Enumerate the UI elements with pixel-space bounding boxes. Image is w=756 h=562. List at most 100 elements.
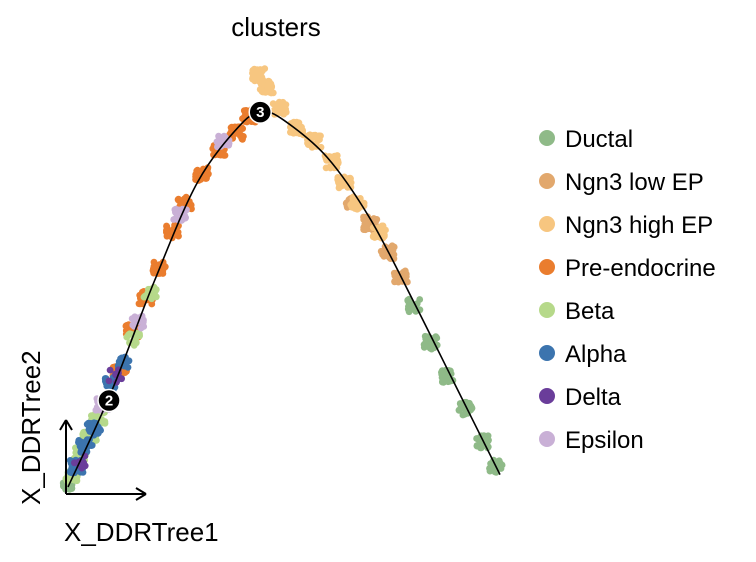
point-ngn3-high-ep	[334, 174, 342, 181]
point-ductal	[476, 442, 484, 450]
legend-label: Ngn3 high EP	[565, 212, 713, 239]
point-delta	[118, 375, 125, 383]
point-ngn3-high-ep	[259, 80, 266, 88]
point-ngn3-high-ep	[296, 130, 303, 138]
point-beta	[80, 429, 87, 436]
point-ductal	[405, 306, 412, 313]
point-beta	[136, 330, 143, 338]
branch-node-3: 3	[248, 100, 272, 124]
branch-node-2: 2	[97, 388, 121, 413]
point-ngn3-high-ep	[307, 132, 314, 139]
point-epsilon	[170, 216, 178, 223]
point-epsilon	[140, 323, 148, 330]
legend-label: Delta	[565, 384, 622, 411]
point-alpha	[87, 420, 95, 427]
point-ngn3-high-ep	[258, 86, 266, 94]
point-ngn3-low-ep	[388, 245, 396, 253]
legend-label: Alpha	[565, 341, 627, 368]
point-ngn3-high-ep	[304, 139, 311, 147]
point-pre-endocrine	[202, 175, 210, 182]
point-pre-endocrine	[239, 125, 247, 132]
point-pre-endocrine	[242, 107, 250, 115]
legend-marker	[539, 130, 555, 146]
legend-label: Ngn3 low EP	[565, 169, 704, 196]
point-ductal	[68, 484, 75, 491]
branch-node-label: 3	[256, 104, 264, 121]
point-ductal	[438, 371, 446, 378]
point-epsilon	[129, 321, 137, 329]
legend-item-pre-endocrine: Pre-endocrine	[539, 255, 716, 282]
point-alpha	[88, 425, 95, 433]
point-pre-endocrine	[220, 152, 228, 159]
x-axis-arrowhead	[135, 487, 147, 501]
point-ngn3-low-ep	[360, 226, 368, 234]
legend-item-epsilon: Epsilon	[539, 427, 644, 454]
point-ngn3-high-ep	[347, 175, 354, 183]
legend-item-ngn3-high-ep: Ngn3 high EP	[539, 212, 713, 239]
point-alpha	[93, 428, 101, 436]
point-beta	[152, 286, 160, 293]
point-beta	[148, 295, 156, 303]
point-pre-endocrine	[203, 166, 210, 174]
point-ngn3-high-ep	[329, 154, 337, 161]
branch-nodes: 23	[97, 100, 272, 413]
point-ngn3-high-ep	[288, 128, 296, 136]
axis-arrows	[59, 419, 147, 501]
point-ngn3-low-ep	[391, 278, 398, 286]
point-epsilon	[171, 206, 179, 214]
x-axis-label: X_DDRTree1	[64, 517, 219, 547]
point-ngn3-high-ep	[314, 135, 322, 143]
point-pre-endocrine	[239, 135, 246, 143]
point-ngn3-high-ep	[267, 85, 275, 92]
legend-marker	[539, 173, 555, 189]
point-ngn3-low-ep	[370, 215, 378, 222]
point-pre-endocrine	[152, 264, 160, 272]
y-axis-label: X_DDRTree2	[16, 350, 46, 505]
branch-node-marker	[248, 100, 272, 124]
legend-item-delta: Delta	[539, 384, 622, 411]
point-ngn3-high-ep	[250, 65, 258, 73]
legend-marker	[539, 216, 555, 232]
chart-title: clusters	[231, 12, 321, 42]
point-pre-endocrine	[161, 263, 169, 271]
point-ductal	[420, 344, 428, 351]
legend-label: Pre-endocrine	[565, 255, 716, 282]
legend-label: Beta	[565, 298, 615, 325]
branch-node-label: 2	[105, 392, 113, 409]
point-ngn3-low-ep	[402, 270, 410, 278]
point-pre-endocrine	[210, 151, 217, 159]
legend-item-alpha: Alpha	[539, 341, 627, 368]
point-pre-endocrine	[163, 226, 171, 234]
point-epsilon	[225, 140, 233, 147]
legend-marker	[539, 345, 555, 361]
points-layer	[59, 65, 506, 493]
legend-marker	[539, 259, 555, 275]
trajectory-curve	[67, 111, 501, 488]
legend-marker	[539, 302, 555, 318]
point-epsilon	[132, 315, 139, 323]
legend-item-beta: Beta	[539, 298, 615, 325]
point-ductal	[459, 411, 467, 419]
legend-marker	[539, 388, 555, 404]
point-delta	[106, 366, 114, 374]
legend-label: Epsilon	[565, 427, 644, 454]
point-alpha	[81, 438, 89, 446]
point-pre-endocrine	[192, 173, 200, 180]
point-pre-endocrine	[187, 201, 195, 209]
point-ductal	[422, 335, 430, 343]
point-ngn3-high-ep	[298, 123, 305, 131]
legend-label: Ductal	[565, 126, 633, 153]
legend-item-ngn3-low-ep: Ngn3 low EP	[539, 169, 704, 196]
point-ngn3-high-ep	[327, 164, 334, 172]
point-ductal	[485, 436, 492, 444]
point-ngn3-high-ep	[277, 109, 285, 117]
point-ngn3-high-ep	[333, 158, 341, 166]
point-pre-endocrine	[175, 195, 182, 203]
point-beta	[126, 330, 134, 338]
legend-marker	[539, 431, 555, 447]
y-axis-arrowhead	[59, 419, 73, 431]
point-epsilon	[216, 136, 224, 144]
point-delta	[105, 377, 113, 385]
